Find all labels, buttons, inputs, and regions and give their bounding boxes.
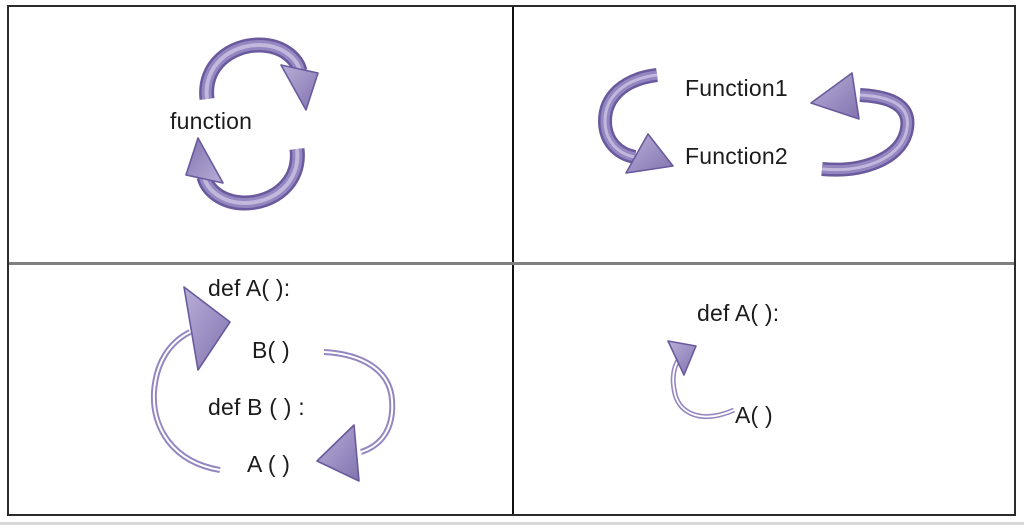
function-label: function (170, 108, 253, 134)
call-a-label: A( ) (735, 402, 773, 428)
mutual-cycle-arrows-icon (597, 68, 915, 177)
quadrant-direct-recursion-code: def A( ): A( ) (514, 265, 1014, 514)
call-a-label: A ( ) (247, 451, 291, 477)
quadrant-mutual-recursion-concept: Function1 Function2 (514, 7, 1014, 262)
function2-label: Function2 (685, 143, 788, 169)
thin-arc-small-icon (667, 340, 736, 420)
thin-arc-right-icon (316, 349, 396, 482)
self-call-arrow-icon (667, 340, 736, 420)
function1-label: Function1 (685, 75, 788, 101)
diagram-frame: function Function1 Function2 (7, 5, 1016, 516)
curved-arrow-right-icon (810, 72, 915, 177)
bottom-edge-strip (0, 522, 1024, 525)
thin-arc-left-icon (150, 286, 231, 473)
quadrant-mutual-recursion-code: def A( ): B( ) def B ( ) : A ( ) (9, 265, 512, 514)
def-a-label: def A( ): (208, 275, 291, 301)
horizontal-divider (9, 262, 1014, 265)
def-a-label: def A( ): (697, 300, 780, 326)
quadrant-direct-recursion-concept: function (9, 7, 512, 262)
call-b-label: B( ) (252, 337, 290, 363)
curved-arrow-left-icon (597, 68, 674, 174)
cycle-arrows-icon (9, 37, 319, 262)
def-b-label: def B ( ) : (208, 394, 305, 420)
mutual-recursion-arrows-icon (150, 286, 396, 482)
vertical-divider (512, 7, 514, 514)
